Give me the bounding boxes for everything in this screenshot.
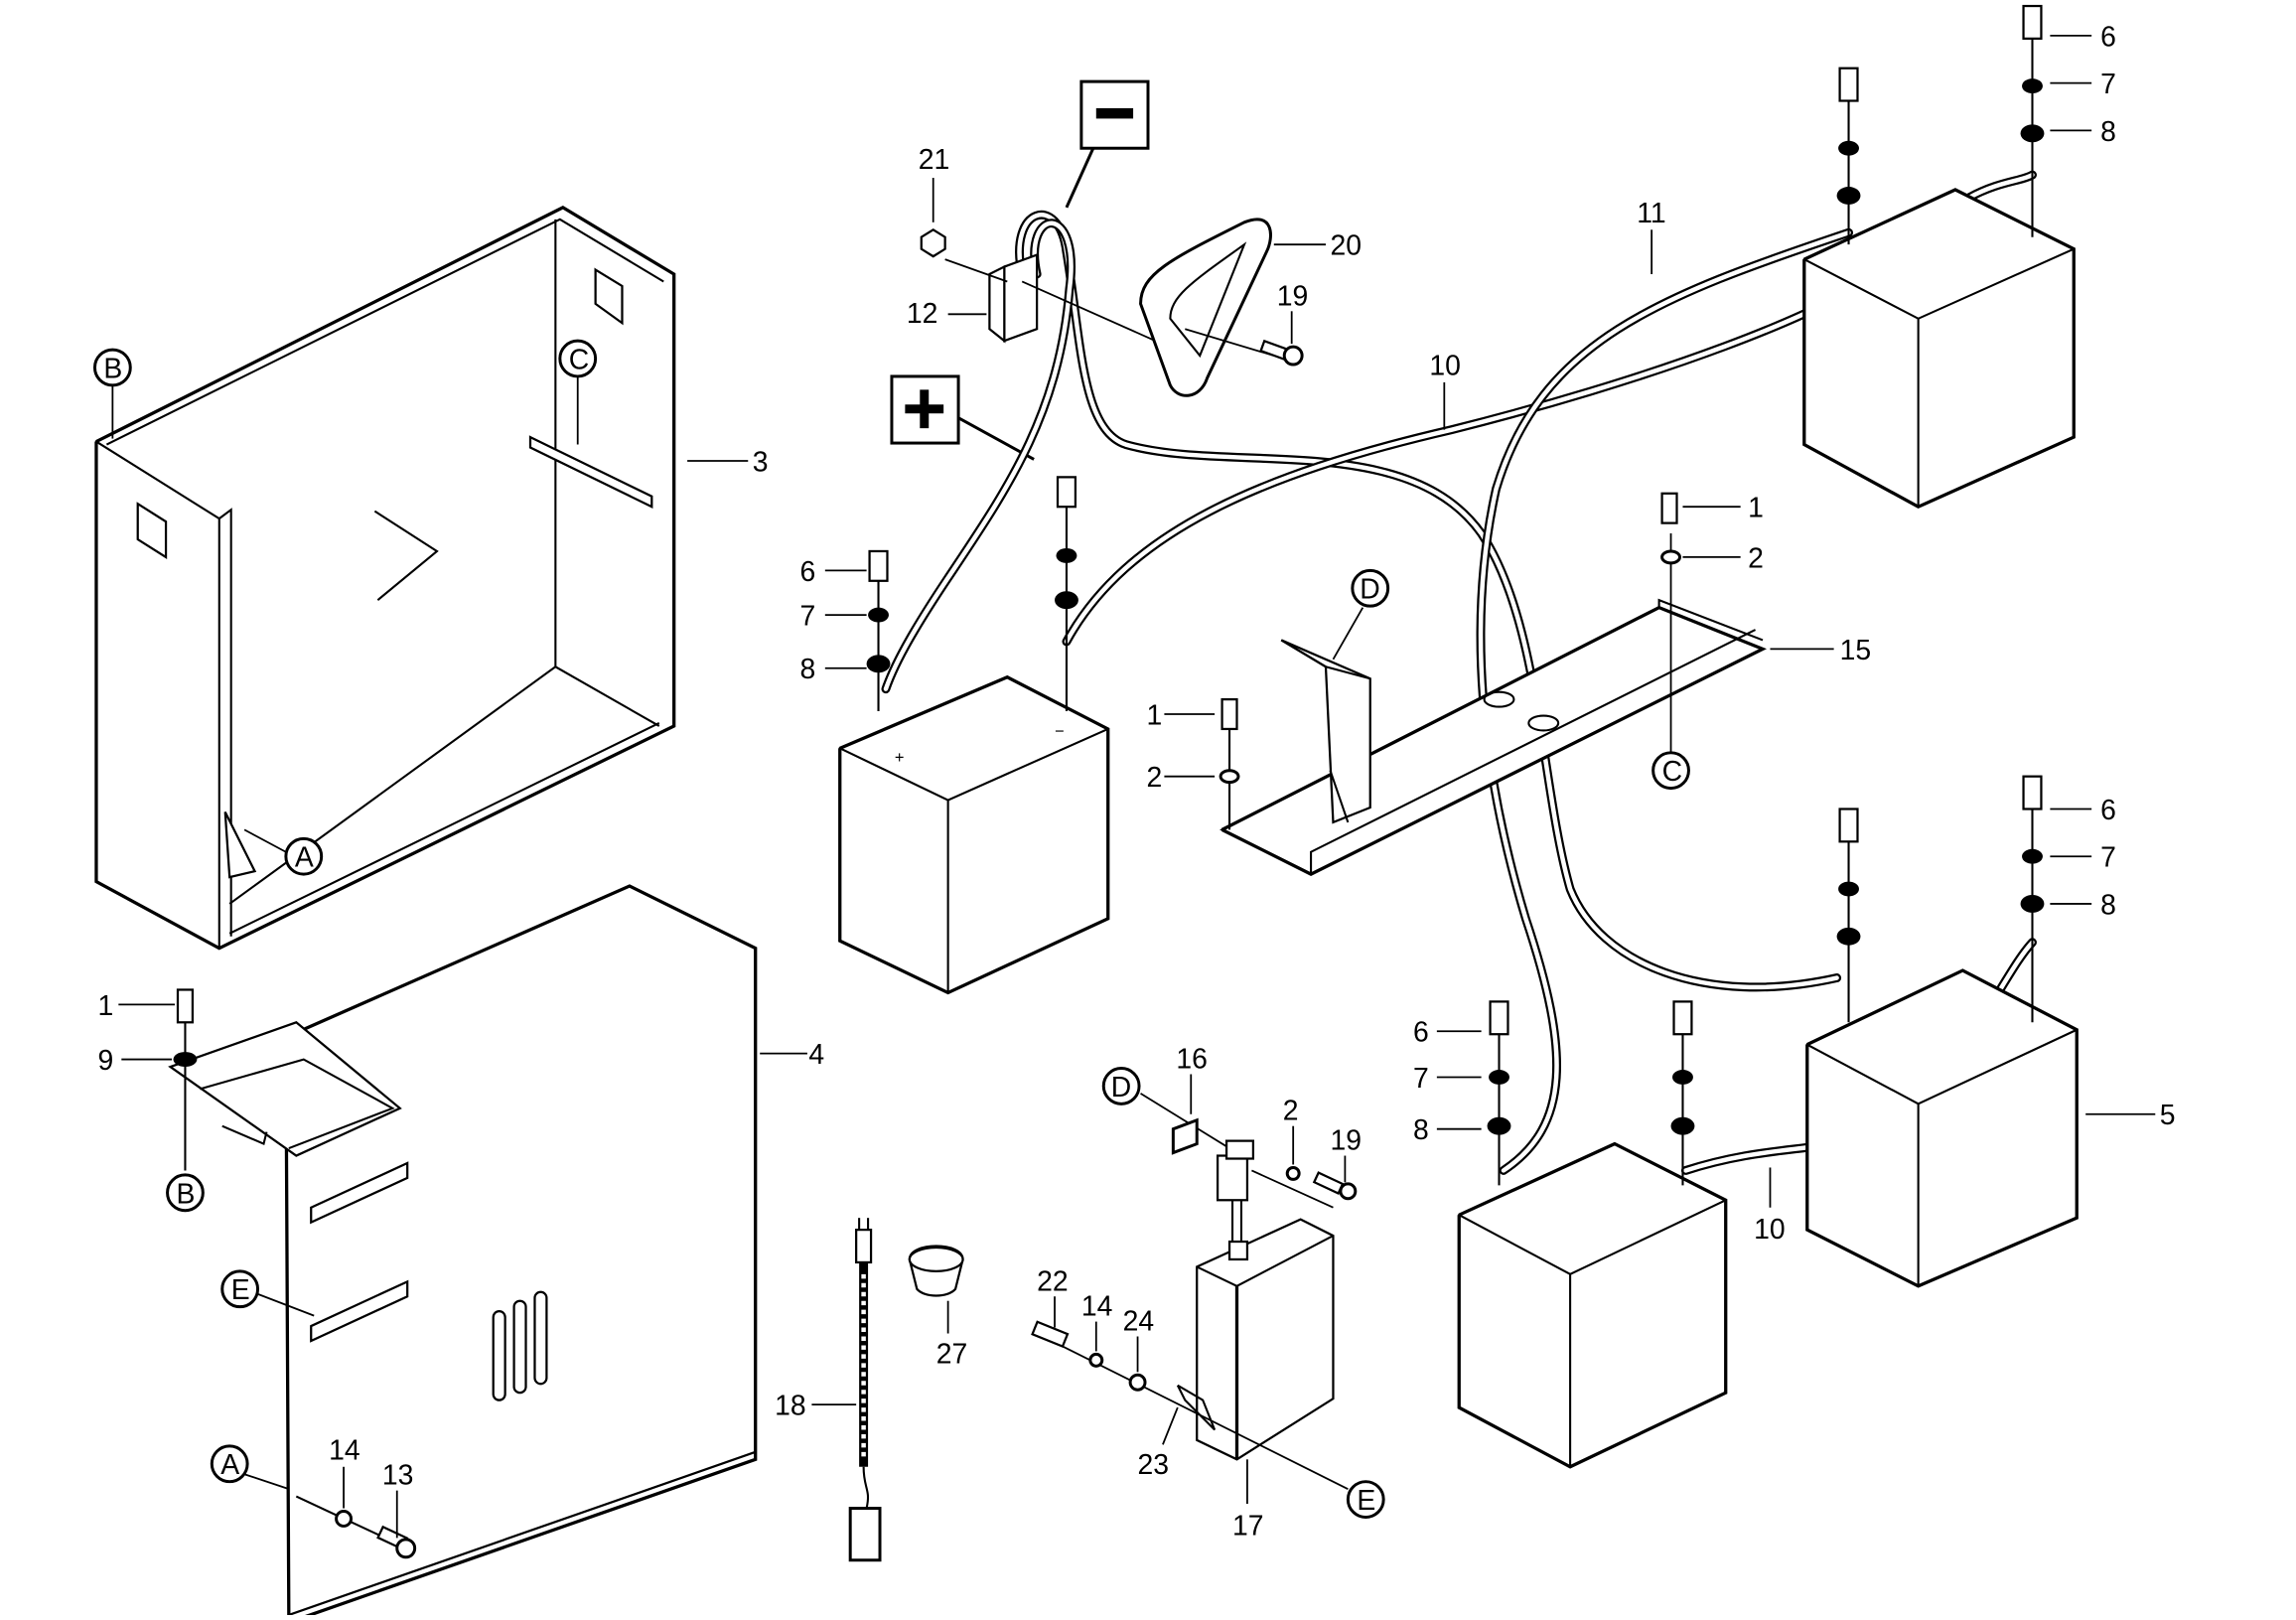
bolt-stack-bottom-right-1 — [1836, 808, 1861, 1023]
callout-1-cover: 1 — [97, 990, 113, 1022]
callout-27: 27 — [936, 1338, 968, 1370]
callout-7-top-right: 7 — [2100, 69, 2116, 100]
ref-circle-C-tray: C — [1651, 533, 1690, 791]
bolt-stack-top-right-1 — [1836, 67, 1861, 245]
callout-21: 21 — [919, 144, 950, 176]
power-cord-18 — [811, 1218, 882, 1562]
ref-label-E: E — [231, 1274, 250, 1306]
screw-19-charger — [1312, 1155, 1358, 1201]
bracket-23-hardware — [1031, 1296, 1349, 1490]
ref-label-D: D — [1360, 574, 1379, 606]
ref-label-B: B — [103, 353, 122, 384]
bolt-stack-left-1 — [824, 549, 891, 712]
callout-2-tray-right: 2 — [1748, 542, 1764, 574]
callout-3: 3 — [753, 446, 769, 478]
callout-19-handle: 19 — [1277, 280, 1309, 312]
callout-6-top-right: 6 — [2100, 21, 2116, 53]
bolt-stack-left-2 — [1055, 476, 1078, 712]
ref-label-B: B — [177, 1178, 196, 1210]
washer-2-charger — [1285, 1125, 1301, 1181]
terminal-plus-mark: + — [895, 749, 905, 767]
callout-7-left: 7 — [799, 601, 815, 633]
positive-indicator — [890, 374, 1035, 461]
ref-label-C: C — [569, 344, 589, 375]
ref-circle-A-top: A — [243, 828, 324, 876]
ref-circle-E-left: E — [220, 1269, 315, 1317]
callout-20: 20 — [1330, 230, 1362, 262]
callout-10-top: 10 — [1429, 350, 1461, 381]
ref-circle-B-bottom: B — [166, 1173, 205, 1213]
negative-indicator — [1065, 79, 1150, 209]
ref-label-A: A — [295, 842, 314, 874]
callout-18: 18 — [775, 1391, 806, 1422]
callout-7-bottom-middle: 7 — [1413, 1063, 1429, 1095]
ref-circle-C-top: C — [558, 339, 598, 445]
bolt-stack-top-right-2 — [2020, 4, 2092, 237]
callout-10-bottom: 10 — [1754, 1214, 1786, 1246]
callout-23: 23 — [1138, 1449, 1170, 1481]
ref-label-A: A — [220, 1449, 239, 1481]
callout-12: 12 — [907, 298, 938, 330]
callout-19-charger: 19 — [1330, 1125, 1362, 1157]
callout-8-bottom-right: 8 — [2100, 889, 2116, 921]
callout-16: 16 — [1176, 1044, 1208, 1076]
callout-15: 15 — [1840, 635, 1872, 666]
connector-12 — [944, 253, 1156, 344]
screw-1-washer-2-tray-right — [1660, 492, 1741, 565]
screw-13-washer-14 — [295, 1466, 417, 1559]
callout-6-bottom-middle: 6 — [1413, 1017, 1429, 1049]
terminal-minus-mark: − — [1055, 722, 1065, 740]
screw-1-cover — [118, 988, 198, 1171]
callout-6-left: 6 — [799, 556, 815, 588]
callout-13: 13 — [382, 1460, 414, 1492]
ref-label-D: D — [1111, 1072, 1131, 1104]
battery-top-right — [1802, 188, 2076, 510]
callout-5: 5 — [2160, 1100, 2176, 1131]
plate-16 — [1171, 1074, 1199, 1155]
ref-circle-A-bottom: A — [210, 1444, 290, 1490]
callout-9: 9 — [97, 1045, 113, 1077]
callout-14-cover: 14 — [329, 1434, 360, 1466]
bolt-stack-bottom-right-2 — [2020, 775, 2092, 1023]
callout-2-tray-left: 2 — [1147, 762, 1163, 794]
nut-21 — [920, 178, 946, 258]
ref-circle-D-charger: D — [1101, 1067, 1230, 1149]
handle-20 — [1139, 218, 1326, 397]
ref-circle-B-top: B — [92, 348, 132, 439]
charger-part-17 — [1196, 1218, 1335, 1505]
callout-17: 17 — [1232, 1510, 1264, 1542]
cover-part-4 — [168, 884, 807, 1620]
callout-4: 4 — [808, 1039, 824, 1071]
callout-6-bottom-right: 6 — [2100, 795, 2116, 826]
callout-14-charger: 14 — [1081, 1291, 1113, 1323]
screw-1-washer-2-tray-left — [1164, 697, 1240, 830]
callout-2-charger: 2 — [1283, 1096, 1299, 1127]
battery-bottom-middle — [1457, 1141, 1728, 1469]
callout-1-tray-right: 1 — [1748, 493, 1764, 524]
plug-connector — [1216, 1139, 1334, 1249]
frame-part-3 — [94, 206, 749, 951]
callout-22: 22 — [1037, 1265, 1069, 1297]
callout-8-bottom-middle: 8 — [1413, 1114, 1429, 1146]
callout-11: 11 — [1637, 198, 1665, 229]
callout-7-bottom-right: 7 — [2100, 842, 2116, 874]
battery-part-5 — [1805, 968, 2156, 1288]
callout-24: 24 — [1123, 1306, 1155, 1338]
cap-27 — [908, 1245, 964, 1334]
callout-1-tray-left: 1 — [1147, 699, 1163, 731]
ref-circle-E-charger: E — [1346, 1480, 1385, 1519]
ref-circle-D-tray: D — [1332, 568, 1390, 661]
bolt-stack-bottom-middle-1 — [1436, 1000, 1511, 1186]
battery-left: + − — [838, 674, 1110, 995]
callout-8-top-right: 8 — [2100, 116, 2116, 148]
bolt-stack-bottom-middle-2 — [1670, 1000, 1695, 1186]
tray-part-15 — [1220, 598, 1834, 876]
ref-label-C: C — [1662, 756, 1682, 788]
screw-19-handle — [1185, 311, 1304, 367]
callout-8-left: 8 — [799, 654, 815, 685]
ref-label-E: E — [1357, 1485, 1375, 1517]
